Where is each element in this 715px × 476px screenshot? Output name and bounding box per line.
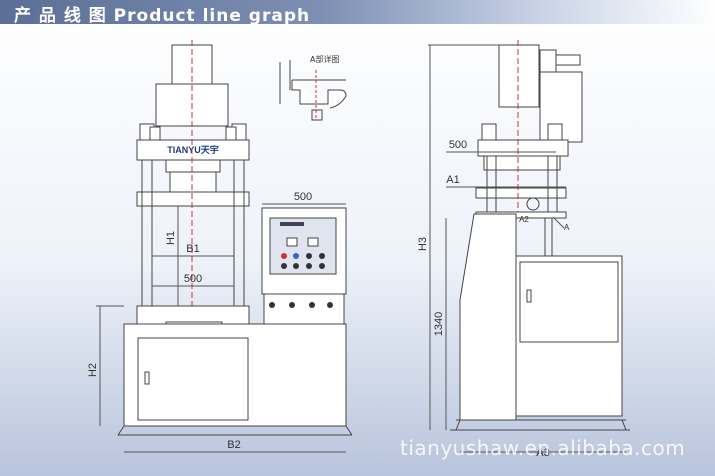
detail-title: A部详图 — [310, 54, 339, 64]
control-panel — [269, 217, 337, 275]
dim-width-mid: 500 — [184, 273, 202, 285]
dim-a3: A3 — [536, 447, 549, 459]
brand-logo: TIANYU天宇 — [167, 144, 219, 155]
side-valve-block — [539, 71, 583, 143]
side-cylinder — [498, 44, 540, 108]
base-door — [137, 337, 249, 421]
dim-side-width: 500 — [449, 139, 467, 151]
front-dimensions: 500 B1 500 H1 H2 B2 — [87, 191, 346, 453]
side-view — [450, 40, 630, 431]
side-dimensions: H3 500 A1 A2 A 1340 A3 — [417, 44, 626, 459]
dim-h1: H1 — [165, 231, 177, 245]
title-banner: 产 品 线 图 Product line graph — [0, 0, 715, 26]
watermark: tianyushaw.en.alibaba.com — [400, 436, 686, 460]
dim-a1: A1 — [446, 174, 459, 186]
dim-h2: H2 — [87, 363, 99, 377]
control-lower — [263, 293, 345, 325]
dim-a-label: A — [564, 223, 570, 232]
dim-b2: B2 — [227, 439, 240, 451]
banner-title: 产 品 线 图 Product line graph — [14, 6, 311, 26]
dim-a2: A2 — [519, 215, 529, 224]
worktable — [136, 305, 250, 325]
front-view: TIANYU天宇 — [117, 40, 353, 436]
dim-1340: 1340 — [433, 312, 445, 336]
side-crown — [477, 139, 569, 157]
moving-plate — [136, 191, 250, 207]
dim-h3: H3 — [417, 237, 429, 251]
dim-b1: B1 — [186, 243, 199, 255]
dim-width-top: 500 — [294, 191, 312, 203]
detail-a: A部详图 — [279, 54, 347, 121]
ram-block — [169, 171, 217, 193]
